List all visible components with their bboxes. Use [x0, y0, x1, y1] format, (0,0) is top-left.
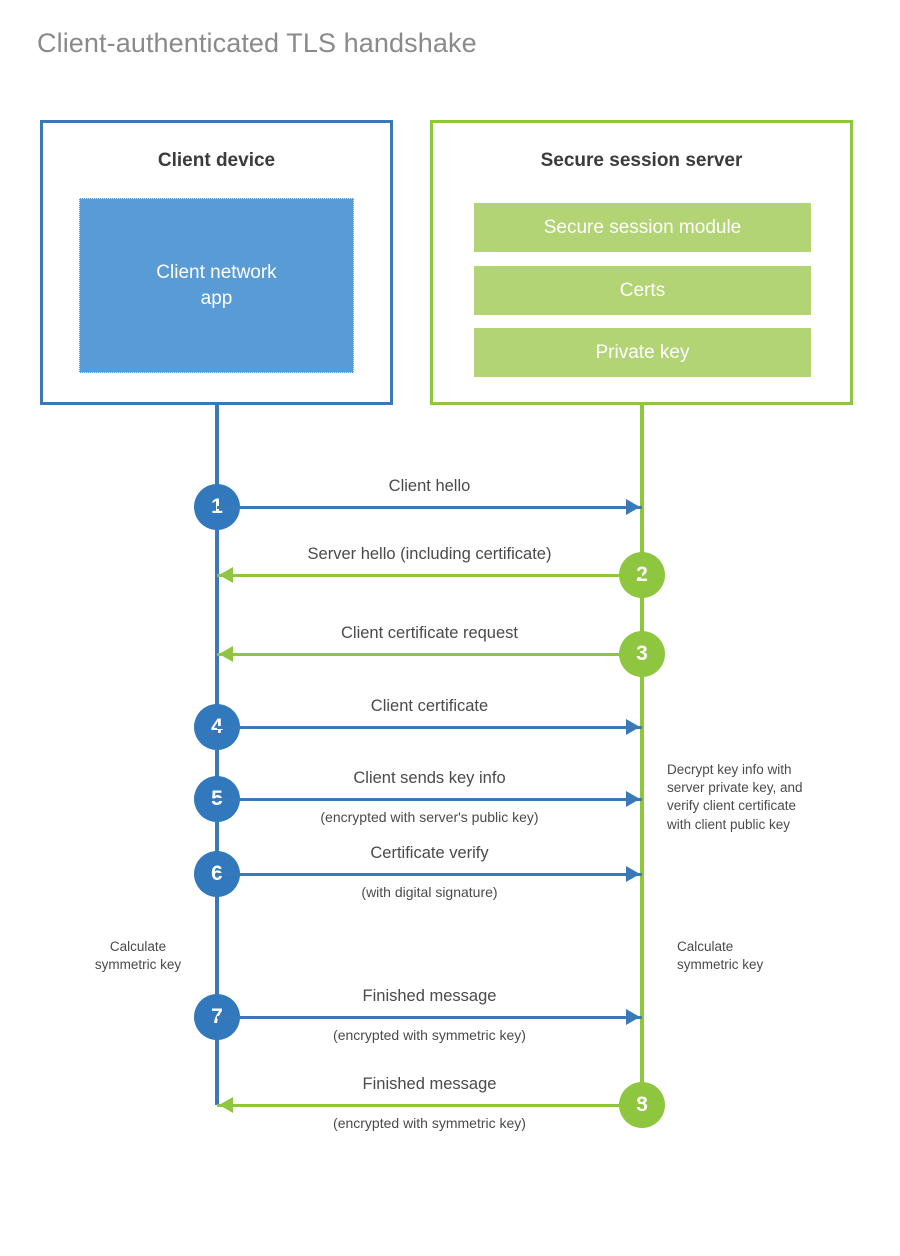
message-arrowhead-7 [626, 1009, 640, 1025]
message-arrowhead-4 [626, 719, 640, 735]
message-sublabel-6: (with digital signature) [361, 884, 498, 900]
server-lifeline [640, 405, 644, 1105]
message-arrowhead-1 [626, 499, 640, 515]
message-label-8: Finished message [362, 1075, 497, 1093]
message-label-7: Finished message [362, 987, 497, 1005]
client-device-box: Client device Client network app [40, 120, 393, 405]
message-label-6: Certificate verify [370, 844, 489, 862]
message-arrowhead-6 [626, 866, 640, 882]
server-component-private-key: Private key [474, 328, 811, 377]
message-sublabel-5: (encrypted with server's public key) [320, 809, 539, 825]
message-label-3: Client certificate request [341, 624, 518, 642]
message-line-7 [217, 1016, 642, 1019]
secure-session-server-title: Secure session server [540, 150, 743, 171]
client-device-title: Client device [157, 150, 276, 171]
message-line-6 [217, 873, 642, 876]
server-component-certs: Certs [474, 266, 811, 315]
secure-session-server-box: Secure session server Secure session mod… [430, 120, 853, 405]
message-arrowhead-3 [219, 646, 233, 662]
message-sublabel-8: (encrypted with symmetric key) [333, 1115, 526, 1131]
step-circle-2[interactable]: 2 [619, 552, 665, 598]
server-component-secure-session-module: Secure session module [474, 203, 811, 252]
step-circle-8[interactable]: 8 [619, 1082, 665, 1128]
message-label-1: Client hello [388, 477, 471, 495]
page-title: Client-authenticated TLS handshake [37, 28, 477, 58]
message-line-4 [217, 726, 642, 729]
message-line-2 [217, 574, 642, 577]
message-line-5 [217, 798, 642, 801]
message-arrowhead-8 [219, 1097, 233, 1113]
message-sublabel-7: (encrypted with symmetric key) [333, 1027, 526, 1043]
client-network-app-block: Client network app [79, 198, 354, 373]
message-line-3 [217, 653, 642, 656]
message-arrowhead-2 [219, 567, 233, 583]
message-arrowhead-5 [626, 791, 640, 807]
message-label-4: Client certificate [370, 697, 489, 715]
message-label-5: Client sends key info [353, 769, 506, 787]
annotation-client-calculate-symmetric-key: Calculate symmetric key [94, 939, 182, 973]
client-lifeline [215, 405, 219, 1105]
message-line-8 [217, 1104, 642, 1107]
message-line-1 [217, 506, 642, 509]
message-label-2: Server hello (including certificate) [307, 545, 552, 563]
annotation-server-calculate-symmetric-key: Calculate symmetric key [677, 939, 764, 973]
annotation-server-decrypt: Decrypt key info with server private key… [667, 762, 803, 832]
